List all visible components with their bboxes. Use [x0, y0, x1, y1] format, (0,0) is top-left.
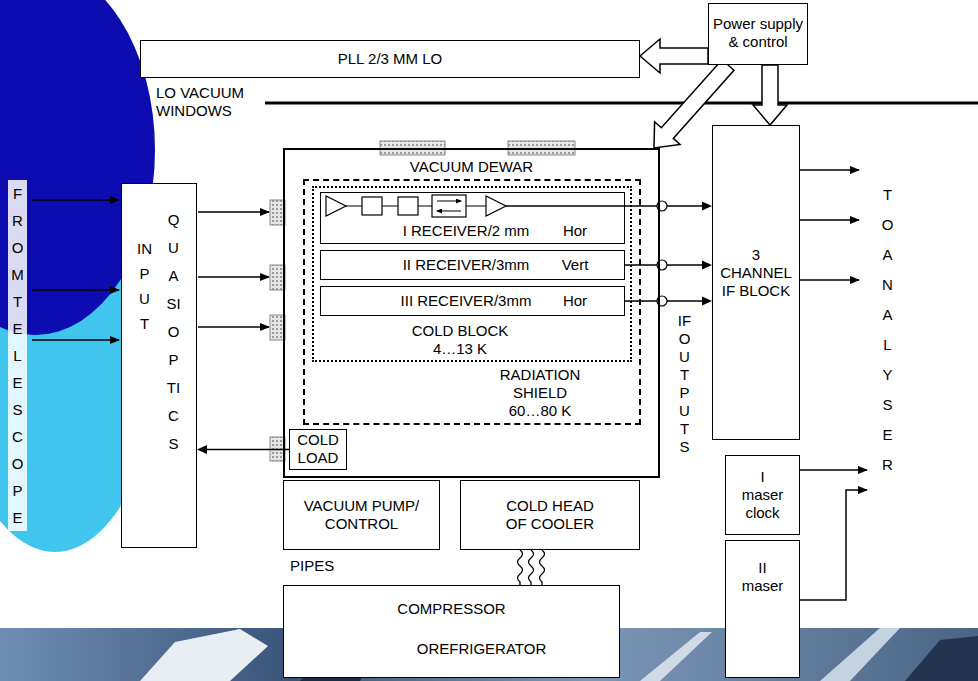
clock-arrow	[800, 490, 867, 600]
box-label: PLL 2/3 MM LO	[141, 50, 639, 68]
arrow-head	[702, 297, 712, 306]
box-label: OREFRIGERATOR	[344, 640, 619, 658]
power-supply-box: Power supply & control	[708, 3, 808, 65]
input-arrow	[32, 339, 119, 341]
beam-arrow	[198, 276, 269, 278]
box-label: INPUT	[137, 236, 152, 336]
pipes-label: PIPES	[290, 557, 350, 575]
mixer-symbol	[398, 197, 418, 215]
isolator-arrow	[437, 211, 461, 212]
box-label: VACUUM PUMP/ CONTROL	[284, 497, 439, 533]
arrow-head	[197, 445, 207, 454]
signal-wire	[346, 206, 362, 207]
cold-load-box: COLD LOAD	[289, 429, 347, 470]
connector	[518, 550, 545, 585]
cold-block: COLD BLOCK 4…13 KI RECEIVER/2 mmHorII RE…	[312, 186, 632, 362]
output-arrow	[800, 169, 859, 171]
receiver-box: II RECEIVER/3mmVert	[320, 250, 625, 280]
connector	[197, 445, 289, 454]
hollow-arrow	[640, 39, 708, 73]
box-label: COLD LOAD	[290, 431, 346, 467]
photo-detail	[820, 628, 900, 681]
arrow-head	[702, 261, 712, 270]
box-label: Hor	[553, 292, 597, 310]
input-arrow	[32, 199, 119, 201]
cooling-pipe	[529, 550, 534, 585]
vacuum-pump-box: VACUUM PUMP/ CONTROL	[283, 480, 440, 550]
lo-feed-line	[265, 102, 978, 105]
box-label: COLD BLOCK 4…13 K	[400, 322, 520, 358]
maser-box: I maser clock	[725, 455, 800, 535]
arrow-head	[702, 202, 712, 211]
if-block: 3 CHANNEL IF BLOCK	[712, 125, 800, 440]
output-arrow	[800, 279, 859, 281]
antenna-dish	[140, 629, 268, 681]
signal-wire	[382, 206, 398, 207]
output-arrow	[800, 219, 859, 221]
signal-line	[206, 449, 289, 451]
isolator-arrow	[437, 201, 461, 202]
compressor-box: COMPRESSOR OREFRIGERATOR	[283, 585, 620, 678]
cooling-pipe	[540, 550, 545, 585]
box-label: QUASIOPTICS	[166, 206, 181, 458]
lo-box: PLL 2/3 MM LO	[140, 40, 640, 78]
receiver-box: I RECEIVER/2 mmHor	[320, 192, 625, 244]
signal-wire	[418, 206, 432, 207]
output-label: TO ANALYSER	[880, 180, 895, 480]
signal-wire	[506, 205, 625, 207]
connector	[753, 65, 787, 125]
box-label: Vert	[553, 256, 597, 274]
amplifier-symbol	[486, 196, 506, 216]
box-label: Power supply & control	[711, 15, 805, 51]
connector	[625, 201, 712, 211]
signal-wire	[466, 206, 486, 207]
amplifier-symbol	[326, 196, 346, 216]
box-label: 3 CHANNEL IF BLOCK	[715, 246, 797, 300]
box-label: VACUUM DEWAR	[285, 158, 658, 176]
photo-detail	[905, 636, 978, 681]
beam-arrow	[198, 326, 269, 328]
box-label: RADIATION SHIELD 60…80 K	[495, 366, 585, 420]
mixer-symbol	[362, 197, 382, 215]
output-label: IF OUTPUTS	[677, 312, 692, 456]
connector	[640, 39, 708, 73]
box-label: I RECEIVER/2 mm	[381, 222, 551, 240]
box-label: III RECEIVER/3mm	[381, 292, 551, 310]
radiation-shield: RADIATION SHIELD 60…80 K COLD BLOCK 4…13 …	[303, 179, 641, 425]
cold-head-box: COLD HEAD OF COOLER	[460, 480, 640, 550]
photo-detail	[640, 632, 712, 681]
box-label: II maser	[738, 559, 787, 595]
input-arrow	[32, 289, 119, 291]
box-label: Hor	[553, 222, 597, 240]
input-label: FROM TELESCOPE	[8, 180, 27, 531]
hollow-arrow	[753, 65, 787, 125]
box-label: II RECEIVER/3mm	[381, 256, 551, 274]
connector	[625, 296, 712, 306]
window-label: LO VACUUM WINDOWS	[156, 84, 276, 120]
clock-arrow	[800, 469, 867, 471]
box-label: COMPRESSOR	[284, 600, 619, 618]
dewar-box: VACUUM DEWAR RADIATION SHIELD 60…80 K COLD…	[283, 148, 660, 478]
receiver-box: III RECEIVER/3mmHor	[320, 286, 625, 316]
beam-arrow	[198, 211, 269, 213]
quasioptics-box: INPUT QUASIOPTICS	[121, 183, 197, 548]
box-label: I maser clock	[738, 468, 787, 522]
maser-box: II maser	[725, 540, 800, 678]
isolator-symbol	[432, 195, 466, 217]
cooling-pipe	[518, 550, 523, 585]
connector	[625, 260, 712, 270]
box-label: COLD HEAD OF COOLER	[496, 497, 604, 533]
